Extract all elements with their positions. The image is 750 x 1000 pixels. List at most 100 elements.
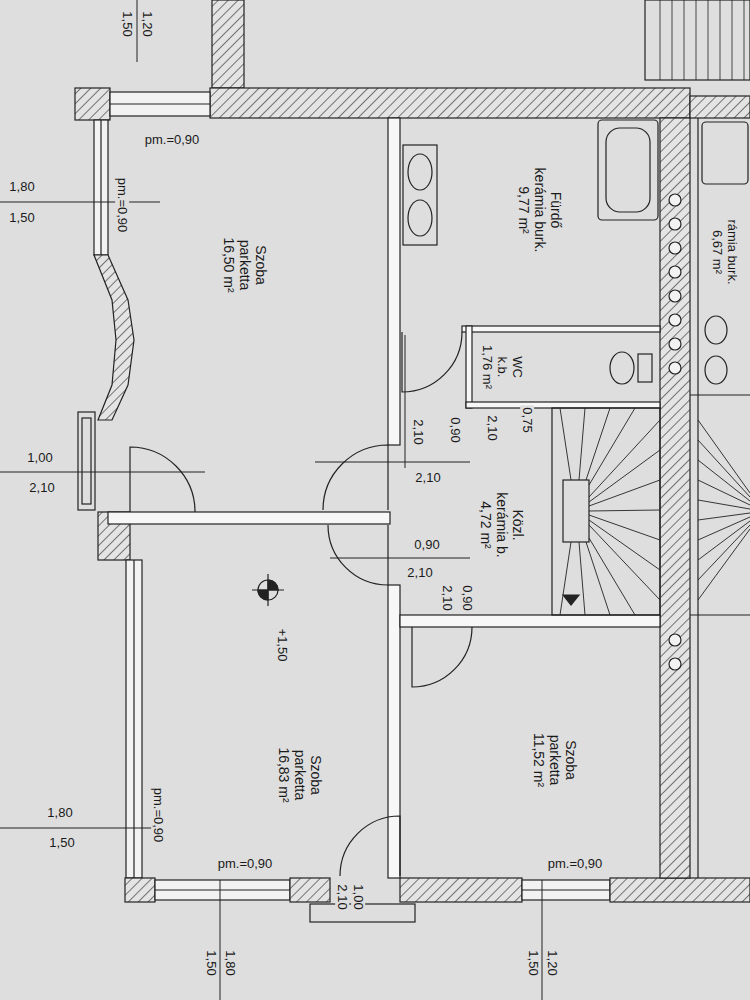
wall: [210, 88, 690, 118]
door-swing: [328, 525, 388, 585]
dimension-line: [315, 462, 470, 463]
curved-wall: [94, 255, 134, 420]
stair-outline: [645, 0, 750, 80]
dimension-label: 1,00: [25, 451, 54, 465]
dimension-label: 2,10: [485, 413, 499, 442]
wall: [690, 96, 750, 118]
window: [522, 880, 610, 900]
dimension-label: +1,50: [275, 627, 289, 664]
window: [110, 92, 210, 116]
dimension-label: pm.=0,90: [151, 786, 165, 845]
dimension-line: [0, 472, 205, 473]
room-label: 4,72 m²: [478, 492, 494, 557]
dimension-label: pm.=0,90: [546, 857, 605, 871]
dimension-label: 1,50: [7, 211, 36, 225]
room-label: 9,77 m²: [516, 168, 532, 253]
room-label-block: Szobaparketta11,52 m²: [531, 733, 579, 787]
room-label: Közl.: [510, 492, 526, 557]
dimension-label: 2,10: [413, 471, 442, 485]
room-label: kerámia burk.: [532, 168, 548, 253]
toilet: [610, 352, 634, 384]
dimension-label: 1,20: [140, 9, 154, 38]
vent-flue: [669, 242, 681, 254]
dimension-label: 1,50: [120, 9, 134, 38]
partition: [400, 615, 660, 627]
room-label: Szoba: [253, 237, 269, 292]
window-pane: [133, 560, 134, 878]
room-label-block: Szobaparketta16,83 m²: [276, 747, 324, 802]
vent-flue: [669, 658, 681, 670]
room-label: 16,83 m²: [276, 747, 292, 802]
dimension-label: 2,10: [27, 481, 56, 495]
stair-arrow: [563, 595, 579, 605]
window-pane: [110, 103, 210, 104]
dimension-label: 1,20: [545, 948, 559, 977]
wall: [125, 878, 155, 902]
partition: [690, 614, 750, 615]
dimension-label: 1,50: [204, 948, 218, 977]
vent-flues: [669, 194, 681, 670]
window: [126, 560, 142, 878]
window-pane: [522, 889, 610, 890]
room-label: parketta: [547, 733, 563, 787]
vent-flue: [669, 314, 681, 326]
dimension-label: 1,00: [351, 882, 365, 911]
dimension-line: [0, 202, 160, 203]
room-label: k.b.: [495, 345, 510, 389]
dimension-label: 1,80: [7, 180, 36, 194]
vent-flue: [669, 338, 681, 350]
partition: [697, 118, 698, 878]
dimension-label: 2,10: [440, 583, 454, 612]
dimension-label: pm.=0,90: [115, 176, 129, 235]
stair-core: [563, 480, 589, 542]
dimension-line: [0, 828, 160, 829]
bathtub-inner: [606, 128, 650, 212]
room-label: Szoba: [308, 747, 324, 802]
washbasin: [408, 154, 432, 190]
dimension-line: [330, 558, 470, 559]
dimension-label: 0,90: [412, 538, 441, 552]
balcony-sill: [78, 412, 95, 510]
dimension-line: [542, 880, 543, 1000]
stair-treads: [698, 420, 750, 600]
washbasin: [705, 316, 727, 344]
room-label: Szoba: [563, 733, 579, 787]
partition: [466, 326, 472, 408]
dimension-line: [220, 880, 221, 1000]
toilet-tank: [638, 354, 652, 382]
wall: [400, 878, 522, 902]
room-label: 1,76 m²: [480, 345, 495, 389]
dimension-label: 0,75: [520, 405, 534, 434]
room-label-block: Fürdőkerámia burk.9,77 m²: [516, 168, 564, 253]
room: Szobaparketta11,52 m²: [410, 628, 660, 878]
window-pane: [155, 889, 290, 890]
window: [155, 880, 290, 900]
vent-flue: [669, 194, 681, 206]
door-swing: [323, 445, 388, 510]
wall: [660, 118, 690, 878]
bathtub: [702, 122, 748, 184]
stair-treads: [660, 0, 744, 80]
room-label-block: Szobaparketta16,50 m²: [221, 237, 269, 292]
room-label: Fürdő: [548, 168, 564, 253]
door-swing: [340, 816, 400, 876]
room-label: WC: [509, 345, 524, 389]
room: Fürdőkerámia burk.9,77 m²: [402, 118, 660, 326]
room-label-block: WCk.b.1,76 m²: [480, 345, 525, 389]
partition: [388, 118, 400, 445]
room-label: 6,67 m²: [709, 219, 724, 284]
stair-treads: [560, 408, 660, 615]
room-label: parketta: [292, 747, 308, 802]
wall: [212, 0, 244, 88]
washbasin: [705, 356, 727, 384]
wall: [610, 878, 750, 902]
window-pane: [100, 120, 101, 255]
balcony-sill: [82, 418, 91, 504]
room-label: 16,50 m²: [221, 237, 237, 292]
dimension-label: 0,90: [460, 583, 474, 612]
dimension-line: [405, 335, 406, 468]
dimension-label: pm.=0,90: [216, 857, 275, 871]
